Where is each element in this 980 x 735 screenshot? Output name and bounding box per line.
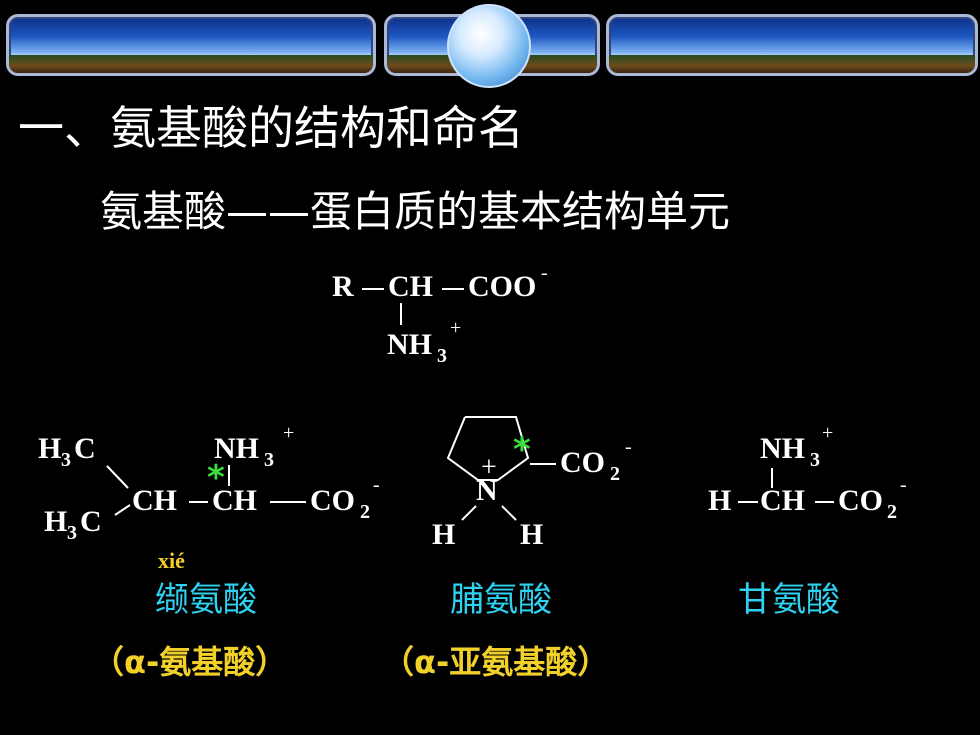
- proline-note: （α-亚氨基酸）: [382, 643, 610, 681]
- proline-h-left: H: [432, 518, 456, 551]
- formula-nh-plus: +: [450, 317, 462, 339]
- proline-n: N: [476, 474, 498, 507]
- page-subtitle: 氨基酸——蛋白质的基本结构单元: [100, 187, 731, 236]
- proline-co2-sub: 2: [610, 463, 620, 485]
- proline-ring: [446, 416, 530, 481]
- valine-note: （α-氨基酸）: [92, 643, 288, 681]
- valine-nh3: NH: [214, 432, 259, 465]
- glycine-nh3-sub: 3: [810, 449, 820, 471]
- valine-co2-minus: -: [373, 474, 380, 496]
- proline-co2-minus: -: [625, 436, 632, 458]
- proline-name: 脯氨酸: [450, 580, 552, 620]
- proline-chiral-mark: *: [513, 430, 531, 470]
- valine-ch1: CH: [132, 484, 177, 517]
- page-title: 一、氨基酸的结构和命名: [18, 101, 524, 155]
- bond-proline-nh-right: [501, 505, 517, 521]
- valine-co2-sub: 2: [360, 501, 370, 523]
- glycine-name: 甘氨酸: [738, 580, 840, 620]
- valine-h3c-top-sub: 3: [61, 449, 71, 471]
- glycine-nh3-plus: +: [822, 422, 834, 444]
- glycine-ch: CH: [760, 484, 805, 517]
- globe-icon: [447, 4, 531, 88]
- valine-pinyin: xié: [158, 548, 185, 573]
- glycine-co2-minus: -: [900, 474, 907, 496]
- bond-valine-upper-methyl: [106, 465, 129, 489]
- glycine-co2-sub: 2: [887, 501, 897, 523]
- proline-co2: CO: [560, 446, 605, 479]
- header-banner-right: [606, 14, 978, 76]
- glycine-h: H: [708, 484, 732, 517]
- formula-r: R: [332, 270, 354, 303]
- proline-h-right: H: [520, 518, 544, 551]
- glycine-co2: CO: [838, 484, 883, 517]
- valine-name: 缬氨酸: [155, 580, 257, 620]
- formula-nh-sub: 3: [437, 345, 447, 367]
- bond-valine-lower-methyl: [114, 504, 131, 516]
- valine-ch2: CH: [212, 484, 257, 517]
- valine-h3c-bottom-sub: 3: [67, 522, 77, 544]
- formula-nh: NH: [387, 328, 432, 361]
- glycine-nh3: NH: [760, 432, 805, 465]
- formula-ch: CH: [388, 270, 433, 303]
- valine-h3c-top-h: H: [38, 432, 62, 465]
- header-banner-left: [6, 14, 376, 76]
- valine-h3c-bottom-c: C: [80, 505, 102, 538]
- formula-coo-minus: -: [541, 262, 548, 284]
- formula-coo: COO: [468, 270, 537, 303]
- valine-co2: CO: [310, 484, 355, 517]
- valine-h3c-bottom-h: H: [44, 505, 68, 538]
- valine-chiral-mark: *: [207, 458, 225, 498]
- proline-n-plus: +: [481, 452, 497, 483]
- bond-proline-nh-left: [461, 505, 477, 521]
- valine-h3c-top-c: C: [74, 432, 96, 465]
- valine-nh3-plus: +: [283, 422, 295, 444]
- valine-nh3-sub: 3: [264, 449, 274, 471]
